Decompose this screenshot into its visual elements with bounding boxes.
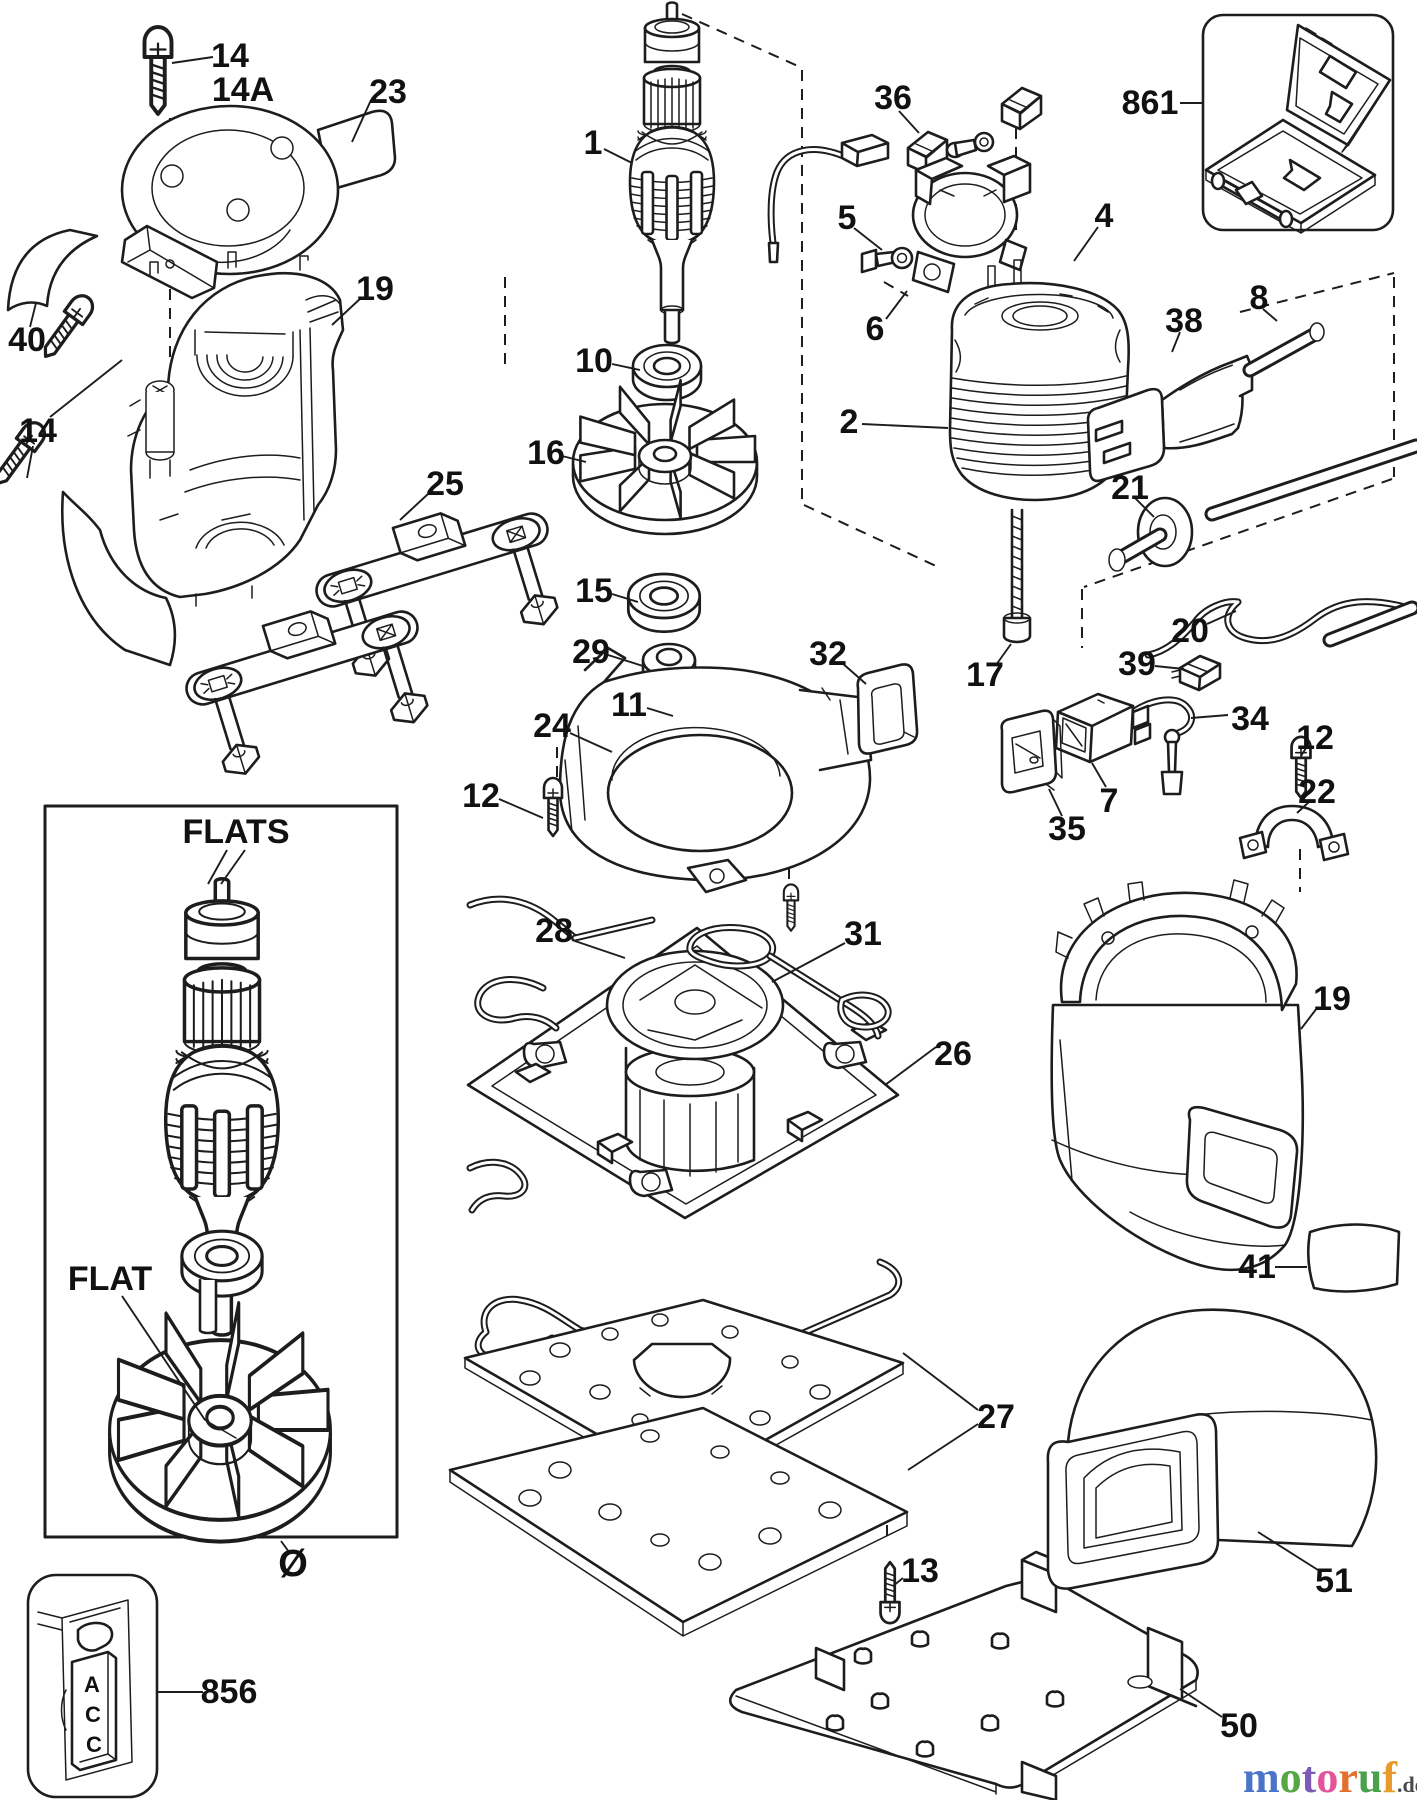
part-punch-plate-50	[728, 1550, 1199, 1800]
part-pad-support-26	[466, 926, 900, 1220]
brand-text: motoruf.de	[1243, 1753, 1417, 1800]
label-35: 35	[1048, 810, 1086, 848]
part-pad-plate-27b	[448, 1406, 909, 1637]
brand-suffix: .de	[1397, 1772, 1417, 1797]
label-34: 34	[1231, 700, 1269, 738]
leader-lines	[26, 56, 1319, 1718]
label-12-right: 12	[1296, 719, 1334, 757]
label-31: 31	[844, 915, 882, 953]
part-cord-20	[1144, 598, 1417, 659]
label-41: 41	[1238, 1248, 1276, 1286]
part-fan-16	[571, 378, 759, 536]
label-50: 50	[1220, 1707, 1258, 1745]
label-6: 6	[866, 310, 885, 348]
part-screw-14-top	[142, 25, 174, 116]
acc-letter-2: C	[85, 1702, 101, 1727]
label-25: 25	[426, 465, 464, 503]
label-861: 861	[1122, 84, 1179, 122]
watermark-logo: motoruf.de	[1243, 1753, 1417, 1800]
acc-letter-1: A	[84, 1672, 100, 1697]
part-seal-strip-40	[6, 228, 99, 312]
part-switch-plate-35	[1000, 709, 1063, 794]
part-plug-38	[1086, 354, 1254, 483]
part-dust-cover-51	[1046, 1308, 1378, 1590]
part-screw-baffle	[782, 883, 800, 932]
label-diameter: Ø	[278, 1543, 308, 1585]
label-51: 51	[1315, 1562, 1353, 1600]
part-switch-7	[1054, 692, 1152, 764]
part-screw-13	[879, 1560, 901, 1625]
label-4: 4	[1095, 197, 1114, 235]
part-housing-19-lower	[1050, 879, 1305, 1272]
label-39: 39	[1118, 645, 1156, 683]
label-29: 29	[572, 633, 610, 671]
label-14-left: 14	[19, 412, 57, 450]
part-name-label-41	[1307, 1223, 1401, 1293]
label-13: 13	[901, 1552, 939, 1590]
part-bearing-15	[626, 572, 702, 634]
label-21: 21	[1111, 469, 1149, 507]
part-bearing-10	[631, 343, 703, 402]
label-26: 26	[934, 1035, 972, 1073]
label-14a: 14A	[212, 71, 274, 109]
part-baffle-24	[558, 646, 873, 894]
label-8: 8	[1250, 279, 1269, 317]
part-cover-23	[120, 104, 397, 300]
label-24: 24	[533, 707, 571, 745]
label-5: 5	[838, 199, 857, 237]
label-2: 2	[840, 403, 859, 441]
part-housing-19-upper	[61, 251, 345, 667]
label-flats: FLATS	[182, 813, 289, 851]
part-number-labels: 14 14A 23 40 19 14 25 1 10 16 15 29 11 2…	[8, 37, 1353, 1745]
label-20: 20	[1171, 612, 1209, 650]
part-connector-39	[1171, 654, 1222, 692]
label-12-left: 12	[462, 777, 500, 815]
label-17: 17	[966, 656, 1004, 694]
part-field-2	[948, 259, 1130, 502]
inset-case-861	[1201, 13, 1395, 234]
inset-accessory-856: A C C	[26, 1573, 159, 1799]
label-22: 22	[1298, 773, 1336, 811]
label-27: 27	[977, 1398, 1015, 1436]
part-insert-32	[856, 663, 919, 755]
part-brush-holder-6	[911, 154, 1032, 294]
part-spring-wires-28	[466, 895, 579, 1214]
label-856: 856	[201, 1673, 258, 1711]
part-switch-wire-34	[1126, 696, 1196, 796]
label-19-lower: 19	[1313, 980, 1351, 1018]
part-screw-17	[1002, 508, 1032, 644]
part-screw-12-left	[542, 776, 564, 838]
inset-flats-box	[43, 804, 399, 1542]
label-28: 28	[535, 912, 573, 950]
label-7: 7	[1100, 782, 1119, 820]
acc-letter-3: C	[86, 1732, 102, 1757]
label-15: 15	[575, 572, 613, 610]
part-lead-wire-upper	[767, 133, 890, 264]
label-10: 10	[575, 342, 613, 380]
label-16: 16	[527, 434, 565, 472]
label-32: 32	[809, 635, 847, 673]
label-19-upper: 19	[356, 270, 394, 308]
label-flat: FLAT	[68, 1260, 153, 1298]
label-11: 11	[611, 686, 647, 724]
part-cord-clamp-22	[1238, 804, 1350, 862]
part-armature-1	[628, 1, 716, 345]
part-pad-plate-27a	[463, 1298, 905, 1497]
part-carrier-25b	[173, 581, 446, 785]
label-40: 40	[8, 321, 46, 359]
label-36: 36	[874, 79, 912, 117]
label-38: 38	[1165, 302, 1203, 340]
label-23: 23	[369, 73, 407, 111]
part-brushes-5	[860, 131, 995, 274]
label-1: 1	[584, 124, 603, 162]
part-brush-caps-36	[906, 86, 1043, 175]
label-14-top: 14	[211, 37, 249, 75]
part-cord-8	[1242, 322, 1325, 378]
